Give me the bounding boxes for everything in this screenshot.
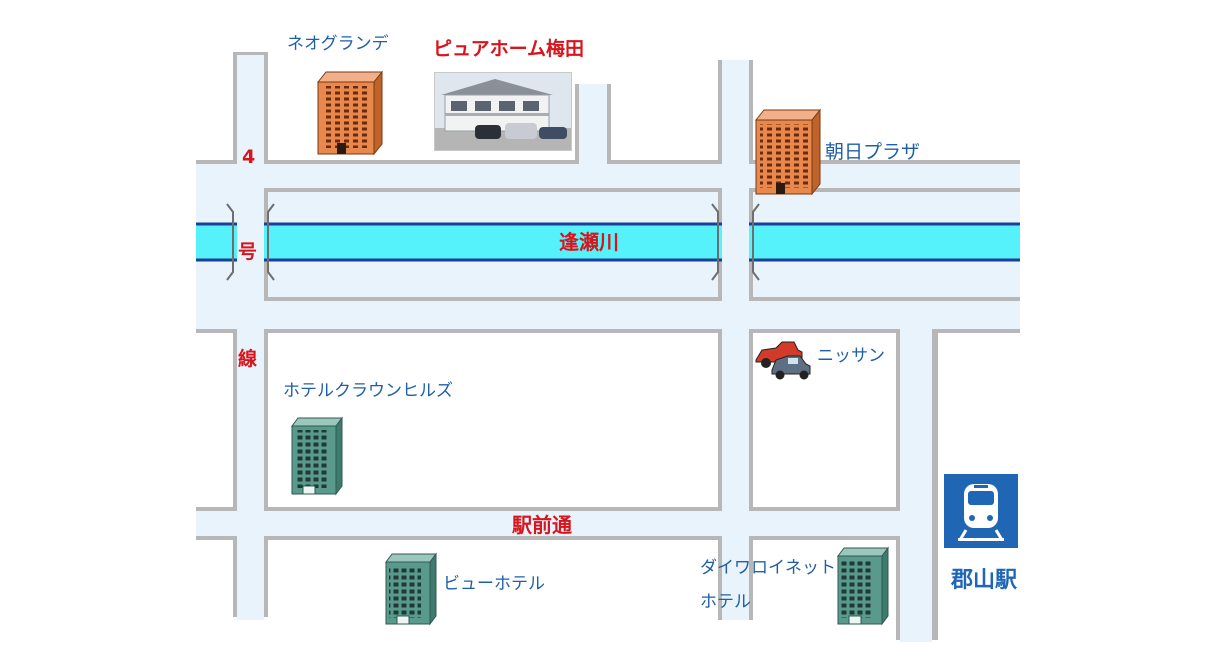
river-label: 逢瀬川 bbox=[559, 230, 619, 254]
river-feeder bbox=[196, 222, 1020, 262]
nissan-label: ニッサン bbox=[817, 346, 885, 366]
daiwaroynet-label-line1: ダイワロイネット bbox=[700, 558, 836, 578]
neo-grande-label: ネオグランデ bbox=[287, 34, 389, 54]
station-name: 郡山駅 bbox=[951, 568, 1018, 593]
route4-char-1: 4 bbox=[242, 146, 256, 168]
pure-home-label: ピュアホーム梅田 bbox=[433, 38, 585, 60]
route4-char-2: 号 bbox=[238, 241, 258, 263]
daiwaroynet-building-icon bbox=[837, 546, 889, 626]
pure-home-photo bbox=[434, 72, 572, 151]
view-hotel-building-icon bbox=[385, 552, 437, 626]
asahi-plaza-label: 朝日プラザ bbox=[825, 141, 921, 163]
route4-char-3: 線 bbox=[238, 348, 258, 370]
daiwaroynet-label-line2: ホテル bbox=[700, 592, 751, 612]
hotel-crown-hills-building-icon bbox=[291, 416, 343, 496]
hotel-crown-hills-label: ホテルクラウンヒルズ bbox=[283, 381, 453, 401]
train-icon bbox=[958, 484, 1004, 541]
view-hotel-label: ビューホテル bbox=[443, 574, 545, 594]
neo-grande-building-icon bbox=[316, 70, 384, 156]
car-icon bbox=[755, 341, 811, 380]
station-avenue-label: 駅前通 bbox=[512, 513, 572, 537]
bridges bbox=[226, 203, 760, 281]
station-sign bbox=[944, 474, 1018, 548]
asahi-plaza-building-icon bbox=[754, 108, 822, 196]
